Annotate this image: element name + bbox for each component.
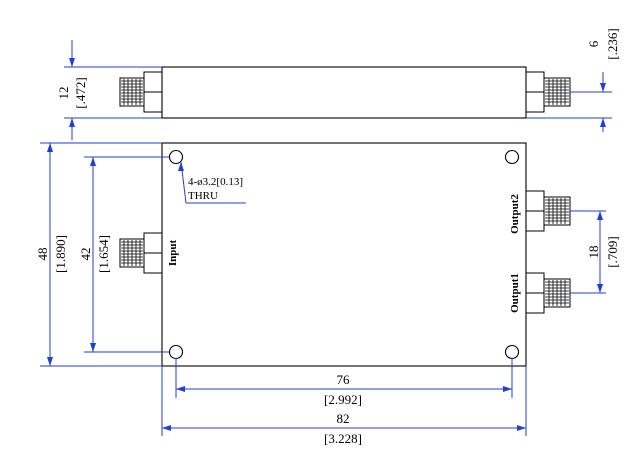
thickness-dimension: 12 [.472] [56,40,162,140]
thickness-in-label: [.472] [73,77,88,108]
hole-vspacing-dimension: 42 [1.654] [78,156,169,353]
mounting-hole-bottom-left [168,344,184,360]
output-spacing-dimension: 18 [.709] [570,210,620,294]
height-mm-label: 48 [35,248,50,261]
offset-in-label: [.236] [605,28,620,59]
height-in-label: [1.890] [53,235,68,273]
top-view: Input Output2 Output1 [119,142,571,367]
width-mm-label: 82 [337,411,350,426]
input-connector [119,232,163,274]
hole-spec-label: 4-ø3.2[0.13] [188,176,243,188]
connector-offset-dimension: 6 [.236] [526,28,620,132]
output2-port-label: Output2 [509,194,521,234]
vspacing-in-label: [1.654] [96,235,111,273]
width-dimension: 82 [3.228] [161,366,527,446]
thickness-mm-label: 12 [56,87,71,100]
output2-connector [525,190,571,232]
output1-connector [525,272,571,314]
hole-callout: 4-ø3.2[0.13] THRU [178,161,246,204]
output-spacing-in-label: [.709] [605,236,620,267]
thru-label: THRU [188,190,218,202]
output-spacing-mm-label: 18 [586,246,601,259]
height-dimension: 48 [1.890] [35,142,162,367]
hspacing-in-label: [2.992] [324,392,362,407]
side-left-connector [119,71,163,113]
hspacing-mm-label: 76 [337,372,351,387]
input-port-label: Input [167,240,179,267]
side-right-connector [525,71,571,113]
mounting-hole-top-right [504,149,520,165]
top-view-body [161,142,527,367]
hole-hspacing-dimension: 76 [2.992] [175,358,513,407]
width-in-label: [3.228] [324,431,362,446]
side-view [119,66,571,119]
side-view-body [161,66,527,119]
vspacing-mm-label: 42 [78,248,93,261]
offset-mm-label: 6 [586,40,601,47]
output1-port-label: Output1 [509,273,521,313]
mounting-hole-top-left [168,149,184,165]
mounting-hole-bottom-right [504,344,520,360]
